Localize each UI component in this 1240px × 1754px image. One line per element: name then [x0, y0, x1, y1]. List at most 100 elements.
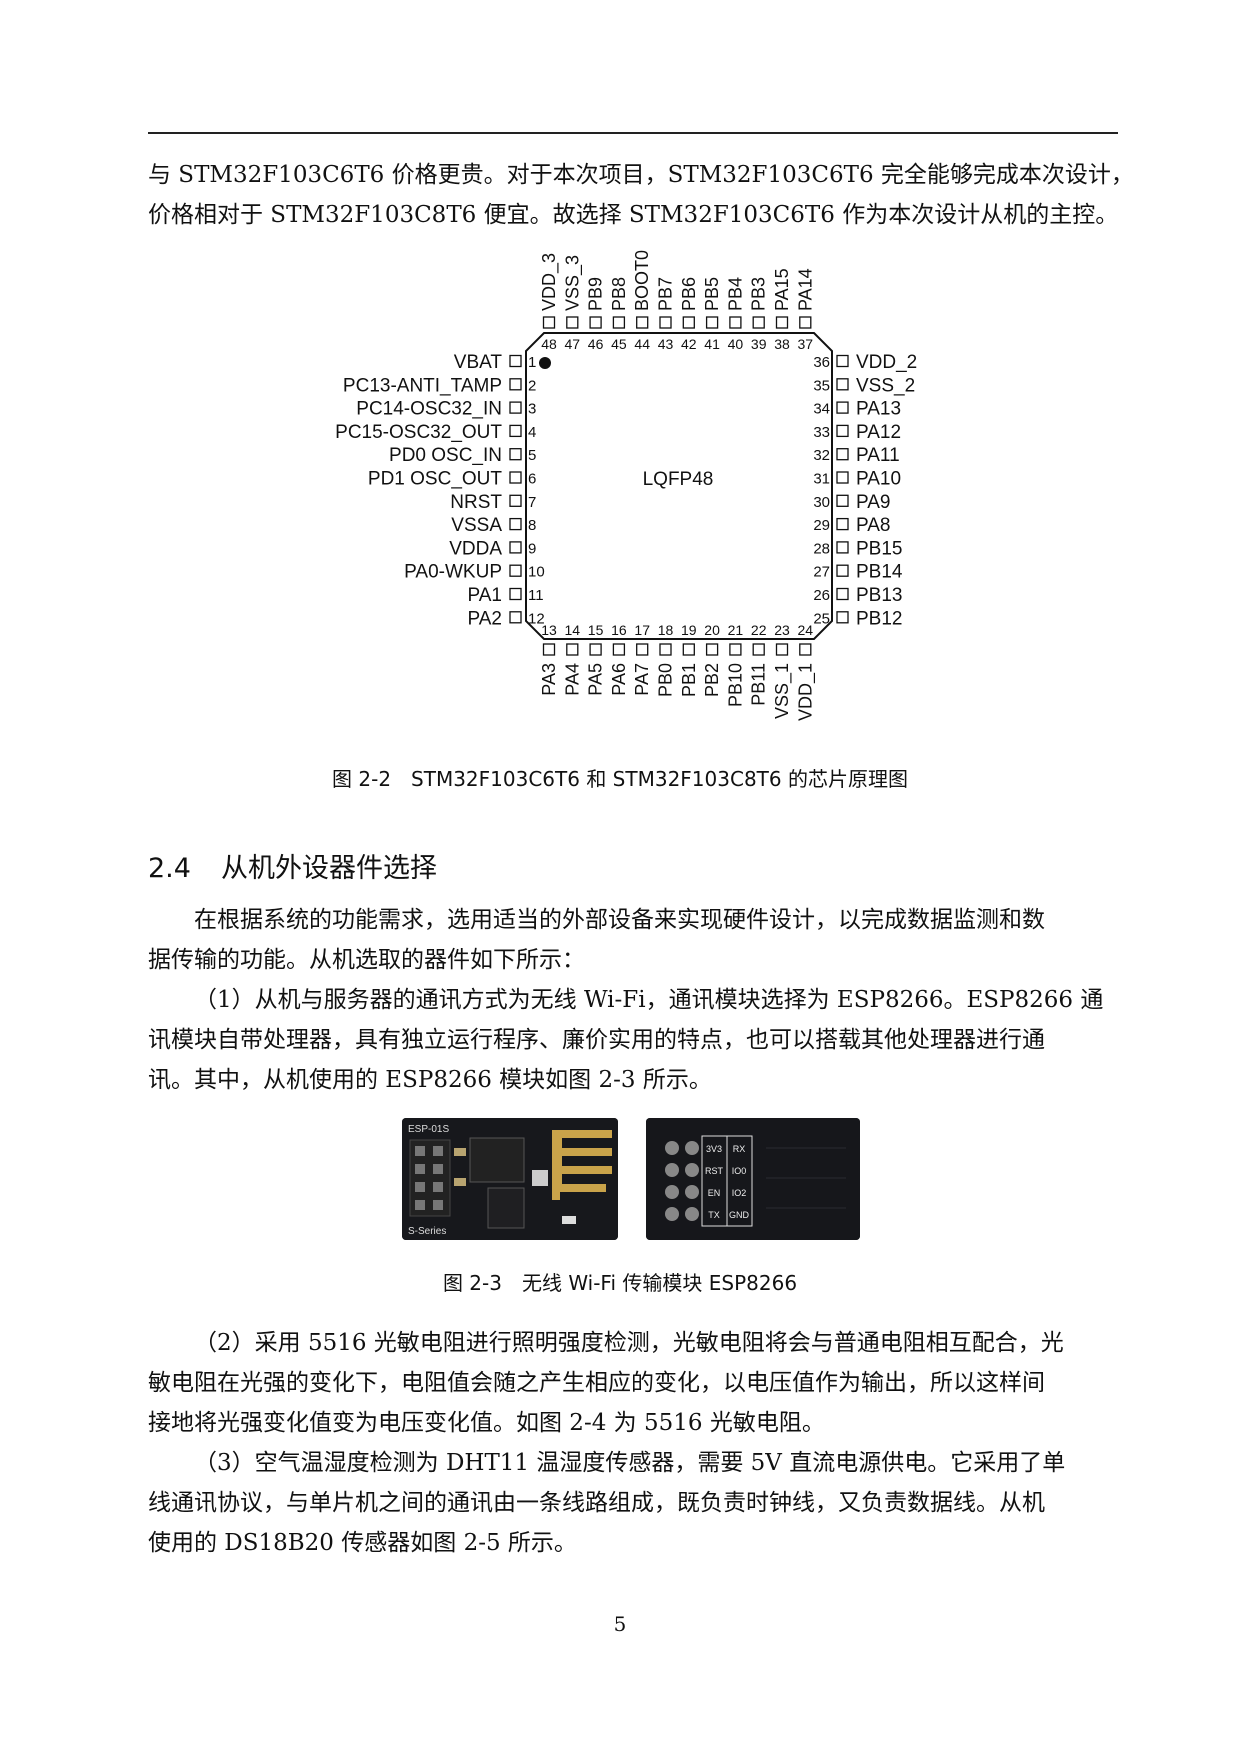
- section-number: 2.4: [148, 853, 191, 884]
- text-line: 与 STM32F103C6T6 价格更贵。对于本次项目，STM32F103C6T…: [148, 162, 1134, 188]
- paragraph-sensors: （2）采用 5516 光敏电阻进行照明强度检测，光敏电阻将会与普通电阻相互配合，…: [148, 1323, 1120, 1563]
- pin-number: 4: [528, 424, 536, 441]
- esp8266-front-photo: ESP-01S S-Series: [402, 1118, 618, 1240]
- pin-pad: [752, 316, 765, 329]
- pin-number: 2: [528, 377, 536, 394]
- pin-number: 15: [588, 622, 604, 638]
- pin-pad: [752, 643, 765, 656]
- pin-number: 12: [528, 610, 545, 627]
- pin-name: PA7: [632, 663, 652, 696]
- front-silk-top: ESP-01S: [408, 1124, 449, 1135]
- pin-name: PA1: [467, 585, 502, 606]
- pin-name: PB3: [749, 277, 769, 311]
- pin-name: VSSA: [451, 515, 502, 536]
- pin-silk-label: RST: [705, 1166, 724, 1176]
- pin-pad: [659, 316, 672, 329]
- pin-number: 6: [528, 471, 536, 488]
- pin-pad: [542, 643, 556, 656]
- pin-number: 11: [528, 587, 544, 604]
- pin-name: PB6: [679, 277, 699, 311]
- pin-name: BOOT0: [632, 250, 652, 311]
- pin-silk-label: IO0: [732, 1166, 747, 1176]
- pin-number: 21: [728, 622, 744, 638]
- pin-name: PA8: [856, 515, 891, 536]
- figure-2-2-caption: 图 2-2 STM32F103C6T6 和 STM32F103C8T6 的芯片原…: [332, 767, 908, 791]
- pin-name: PB2: [702, 663, 722, 697]
- pin-name: PA14: [795, 268, 815, 311]
- pin-number: 10: [528, 564, 545, 581]
- pin-name: PA11: [856, 445, 900, 466]
- chip-body: [525, 332, 833, 640]
- pin-number: 24: [798, 622, 814, 638]
- pin-number: 5: [528, 447, 536, 464]
- pin-pad: [589, 643, 602, 656]
- pin-number: 28: [813, 540, 830, 557]
- pin-name: PC15-OSC32_OUT: [335, 422, 502, 443]
- pin-silk-label: TX: [708, 1210, 720, 1220]
- pin-silk-label: IO2: [732, 1188, 747, 1198]
- pin-pad: [705, 643, 719, 656]
- pin-pad: [836, 611, 849, 624]
- text-line: （1）从机与服务器的通讯方式为无线 Wi-Fi，通讯模块选择为 ESP8266。…: [194, 987, 1104, 1013]
- pin-name: VSS_3: [562, 255, 583, 311]
- pin-number: 26: [813, 587, 830, 604]
- pin-number: 48: [541, 336, 557, 352]
- pin-pad: [509, 494, 522, 507]
- pin-pad: [836, 587, 849, 601]
- pin-pad: [836, 517, 849, 531]
- pin-name: PB14: [856, 562, 903, 583]
- pin-name: PB4: [725, 277, 745, 311]
- pin-pad: [636, 643, 649, 656]
- pin-number: 1: [528, 354, 536, 371]
- pin-number: 25: [813, 610, 830, 627]
- pin-number: 14: [565, 622, 581, 638]
- pin-number: 29: [813, 517, 830, 534]
- pin-name: PA2: [467, 608, 502, 629]
- pin-number: 19: [681, 622, 697, 638]
- pin-name: PA13: [856, 399, 901, 420]
- page-number: 5: [613, 1612, 627, 1636]
- pin-name: PA6: [609, 663, 629, 696]
- pin-pad: [509, 424, 522, 438]
- pin-pad: [509, 541, 522, 554]
- pin-name: VDDA: [449, 538, 502, 559]
- paragraph-intro: 与 STM32F103C6T6 价格更贵。对于本次项目，STM32F103C6T…: [148, 155, 1134, 235]
- pin-pad: [836, 541, 849, 554]
- pin-number: 9: [528, 540, 536, 557]
- pin-pad: [836, 378, 849, 391]
- pin-name: VDD_2: [856, 352, 917, 373]
- pin-name: PA3: [539, 663, 559, 696]
- pin-number: 38: [774, 336, 790, 352]
- pin-name: PB0: [656, 663, 676, 697]
- text-line: 价格相对于 STM32F103C8T6 便宜。故选择 STM32F103C6T6…: [148, 202, 1119, 228]
- pin-number: 40: [728, 336, 744, 352]
- pin-pad: [799, 643, 812, 656]
- pin-number: 27: [813, 564, 830, 581]
- pin-pad: [509, 587, 522, 601]
- pin-pad: [729, 643, 742, 656]
- figure-2-3-caption: 图 2-3 无线 Wi-Fi 传输模块 ESP8266: [442, 1271, 798, 1295]
- pin-pad: [659, 643, 672, 656]
- pin-number: 23: [774, 622, 790, 638]
- pin-number: 36: [813, 354, 830, 371]
- pin-pad: [682, 643, 695, 656]
- pin-pad: [612, 316, 626, 329]
- pin-pad: [509, 354, 522, 368]
- pin-name: PA12: [856, 422, 901, 443]
- pin-number: 32: [813, 447, 830, 464]
- pin-name: PA0-WKUP: [404, 562, 502, 583]
- pin-pad: [775, 316, 789, 329]
- text-line: 线通讯协议，与单片机之间的通讯由一条线路组成，既负责时钟线，又负责数据线。从机: [148, 1490, 1045, 1516]
- paragraph-devices: 在根据系统的功能需求，选用适当的外部设备来实现硬件设计，以完成数据监测和数 据传…: [148, 900, 1120, 1100]
- pin-number: 47: [565, 336, 581, 352]
- pin-pad: [589, 316, 602, 329]
- pin-name: NRST: [450, 492, 502, 513]
- pin-silk-label: EN: [708, 1188, 721, 1198]
- pin-number: 31: [813, 471, 830, 488]
- pin-name: PC13-ANTI_TAMP: [343, 375, 502, 396]
- pin-number: 8: [528, 517, 536, 534]
- pin-pad: [836, 448, 849, 461]
- pin-number: 42: [681, 336, 697, 352]
- pin-number: 46: [588, 336, 604, 352]
